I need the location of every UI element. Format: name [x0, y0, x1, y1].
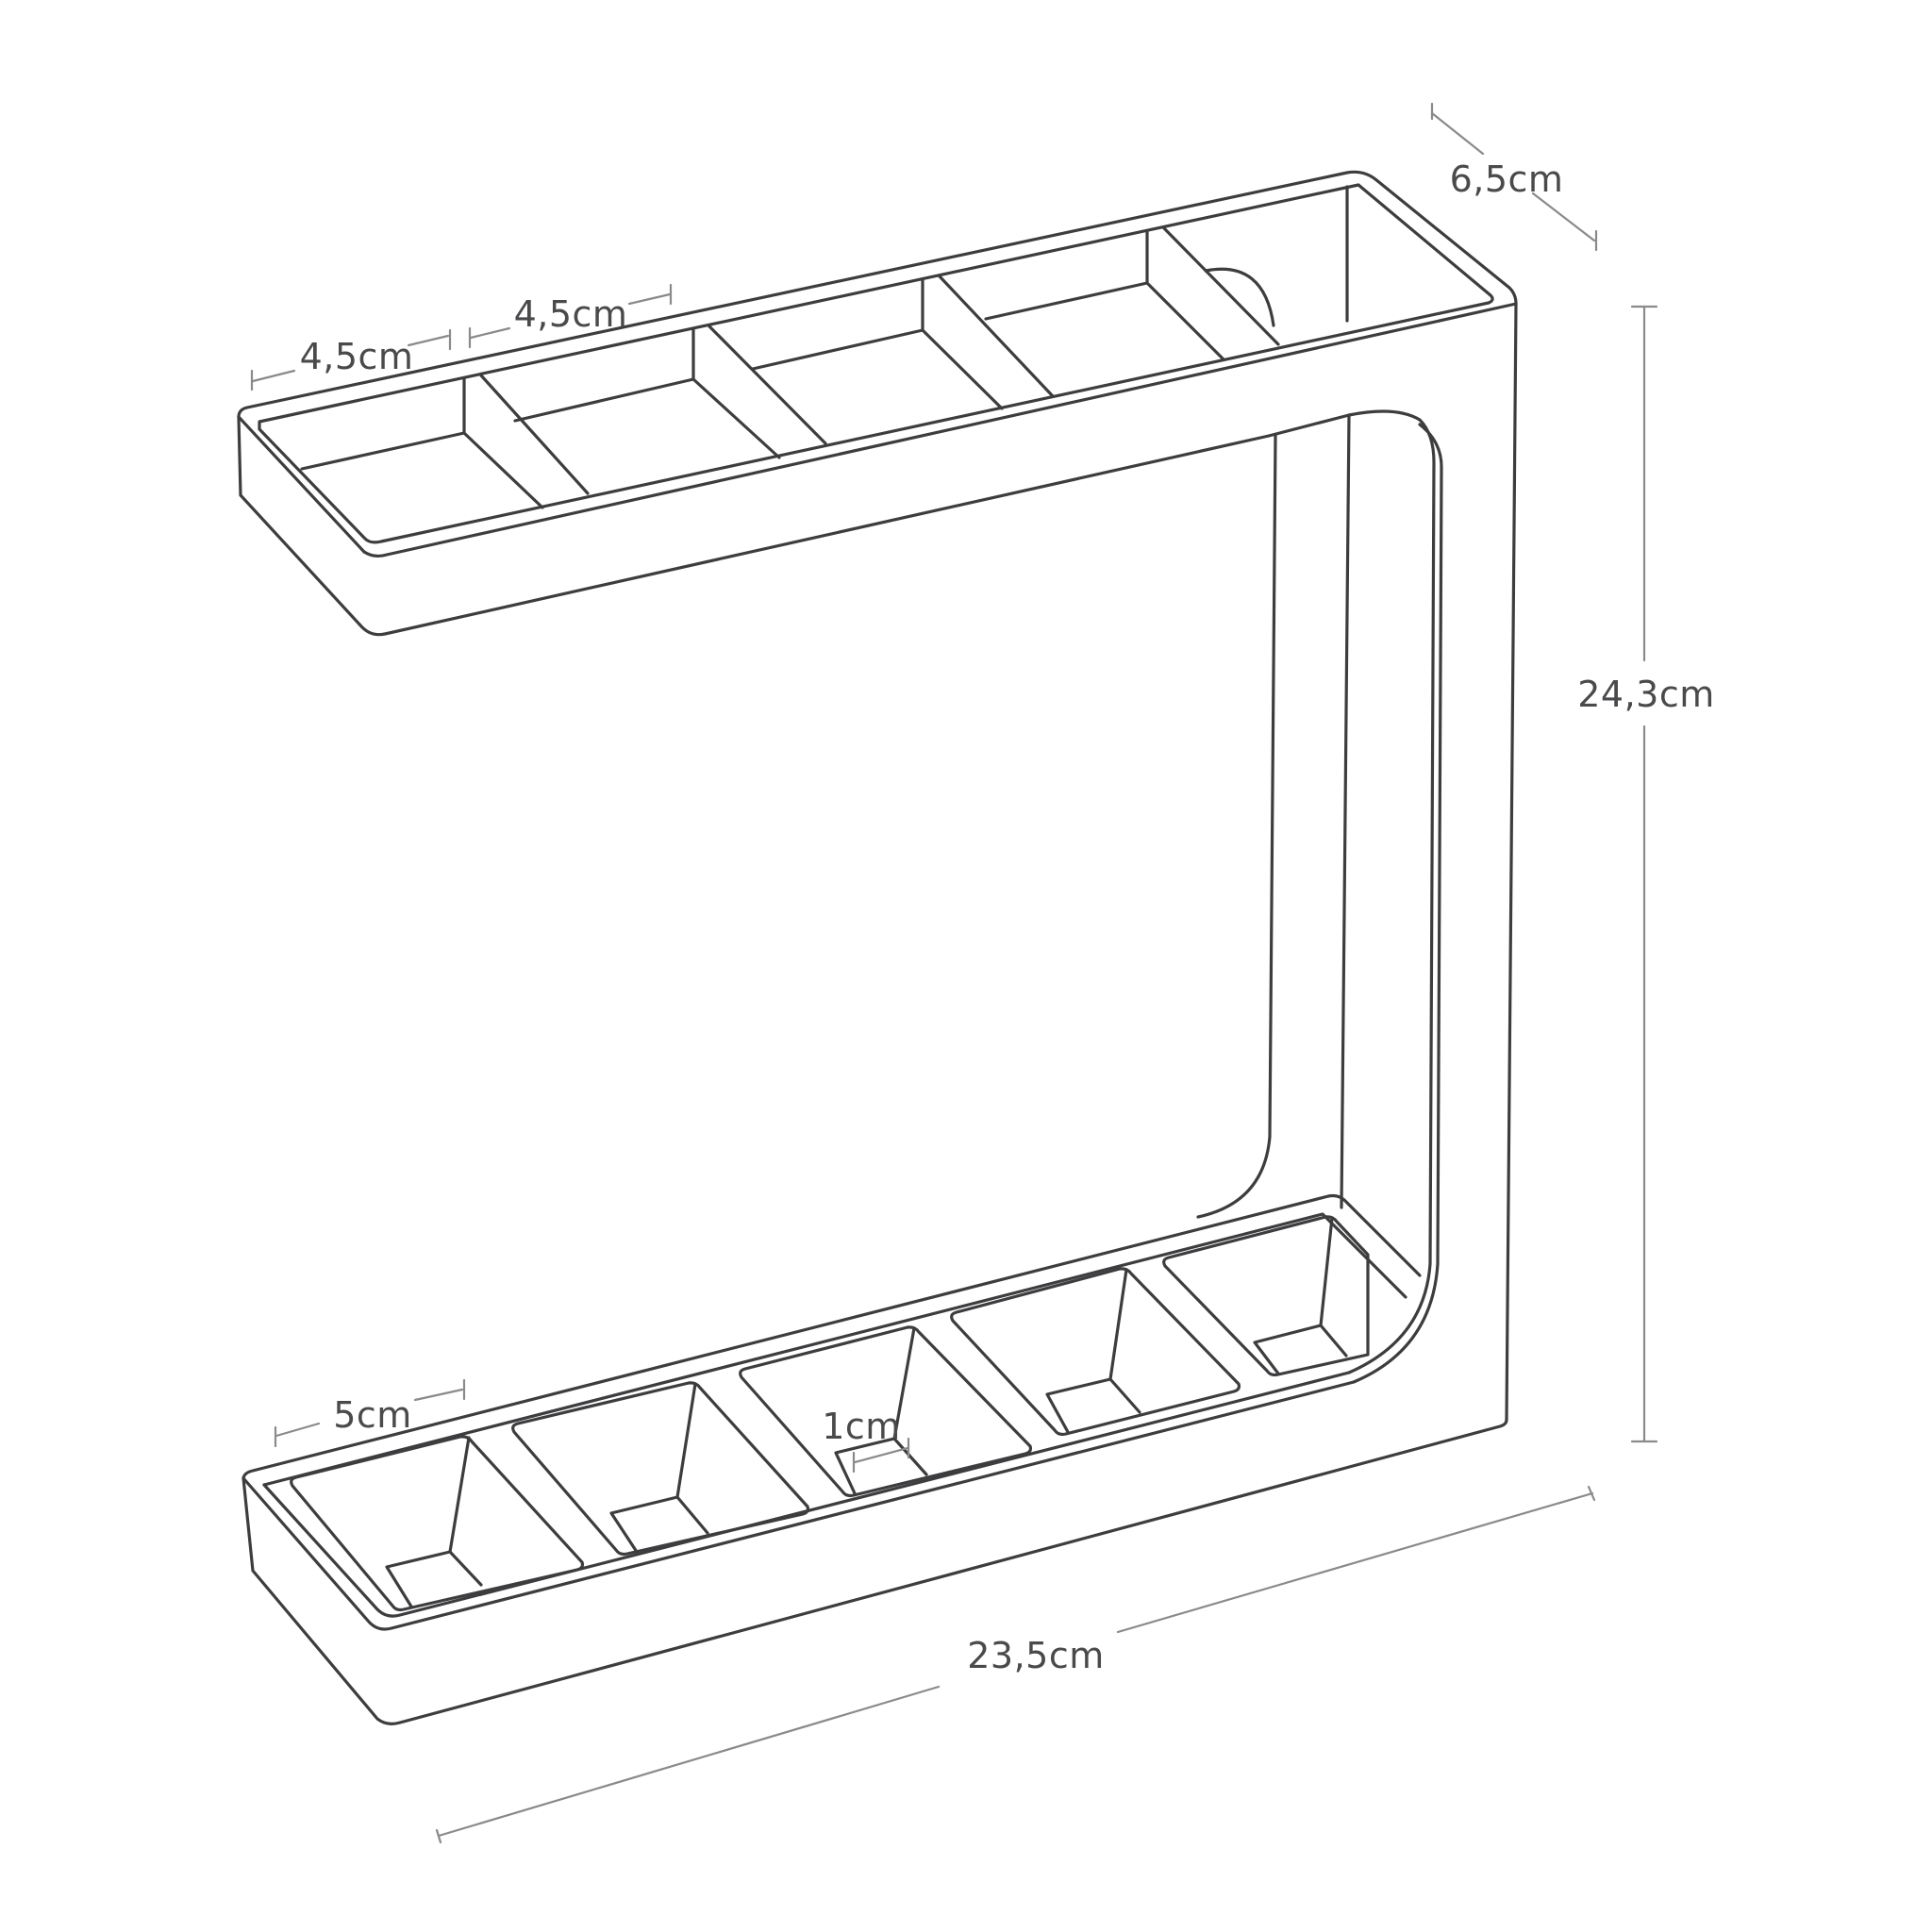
depth-label: 6,5cm [1449, 158, 1564, 200]
bottom-trays [290, 1215, 1370, 1612]
dimension-lines [250, 102, 1658, 1844]
bottom-base [242, 1193, 1508, 1725]
bottom-tray-label: 5cm [333, 1394, 412, 1436]
width-label: 23,5cm [967, 1635, 1105, 1676]
top-slot-1-label: 4,5cm [299, 336, 414, 377]
top-rail [237, 170, 1518, 637]
top-compartment-dividers [300, 226, 1280, 509]
top-slot-2-label: 4,5cm [513, 293, 628, 335]
height-label: 24,3cm [1577, 674, 1715, 715]
side-post [1196, 302, 1518, 1422]
drain-hole-label: 1cm [822, 1406, 901, 1447]
